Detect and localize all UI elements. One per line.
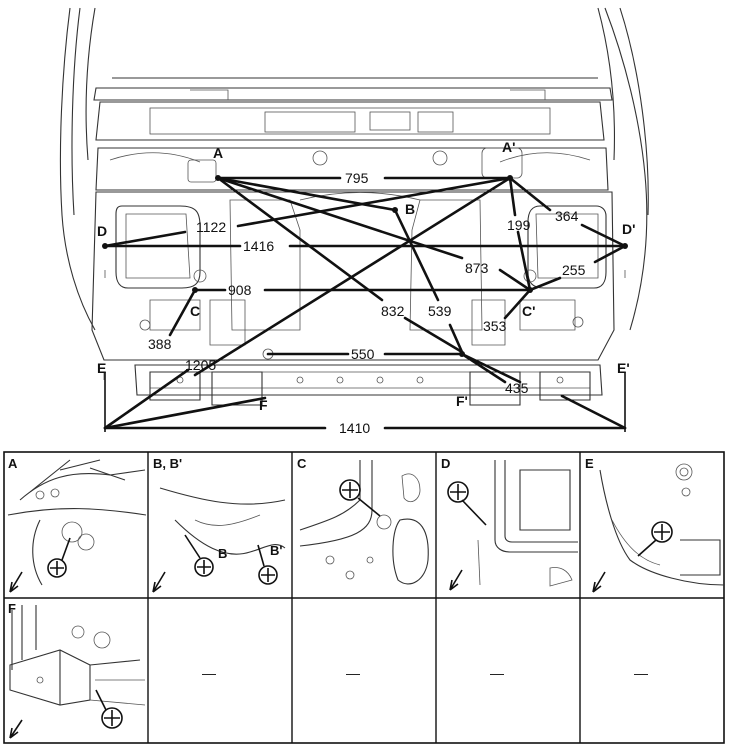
dim-435: 435: [505, 380, 529, 396]
dim-353: 353: [483, 318, 507, 334]
dim-1122: 1122: [196, 219, 226, 235]
empty-mark-2: —: [346, 665, 360, 681]
label-d-prime: D': [622, 221, 635, 237]
dim-199: 199: [507, 217, 531, 233]
dimension-labels: 795 1122 1416 908 832 539 550 1205 388 1…: [148, 170, 586, 436]
dim-550: 550: [351, 346, 375, 362]
detail-cell-c: C: [297, 456, 429, 585]
detail-cell-a: A: [7, 456, 147, 593]
line-eprime-f: [560, 394, 627, 430]
detail-cell-e: E: [585, 456, 725, 593]
dim-388: 388: [148, 336, 172, 352]
cell-label-f: F: [8, 601, 16, 616]
cell-b-sub-label-2: B': [270, 543, 282, 558]
detail-grid: [3, 451, 725, 744]
vehicle-front-structure: [59, 7, 649, 406]
label-c-prime: C': [522, 303, 535, 319]
line-e-c: [103, 368, 190, 430]
dim-873: 873: [465, 260, 489, 276]
measurement-lines: [102, 175, 628, 432]
line-873-b: [498, 268, 532, 292]
dim-364: 364: [555, 208, 579, 224]
cell-label-b: B, B': [153, 456, 182, 471]
empty-mark-4: —: [634, 665, 648, 681]
dim-1416: 1416: [243, 238, 274, 254]
label-d: D: [97, 223, 107, 239]
line-1122-a: [236, 176, 512, 228]
cell-label-d: D: [441, 456, 450, 471]
line-255-b: [593, 244, 627, 264]
line-539-a: [393, 208, 440, 302]
cell-label-c: C: [297, 456, 307, 471]
point-labels: A A' B C C' D D' E E' F F': [97, 139, 635, 413]
cell-b-sub-label-1: B: [218, 546, 227, 561]
dim-1410: 1410: [339, 420, 370, 436]
line-873-a: [216, 176, 464, 260]
line-364-a: [508, 176, 552, 212]
line-539-b: [448, 323, 464, 354]
detail-cell-d: D: [441, 456, 578, 591]
empty-mark-1: —: [202, 665, 216, 681]
detail-cell-b: B, B' B B': [152, 456, 286, 593]
line-199-b: [516, 230, 532, 292]
label-a: A: [213, 145, 223, 161]
line-cprime-ebox: [460, 352, 522, 384]
measure-points: [102, 175, 628, 357]
cell-label-e: E: [585, 456, 594, 471]
line-832-a: [216, 176, 384, 302]
label-e-prime: E': [617, 360, 630, 376]
line-388: [168, 288, 197, 337]
dim-908: 908: [228, 282, 252, 298]
label-c: C: [190, 303, 200, 319]
dim-539: 539: [428, 303, 452, 319]
cell-label-a: A: [8, 456, 18, 471]
dim-255: 255: [562, 262, 586, 278]
line-255-a: [528, 276, 562, 292]
label-e: E: [97, 360, 106, 376]
line-e-f: [103, 396, 267, 430]
dim-1205: 1205: [185, 357, 216, 373]
line-353: [503, 288, 532, 320]
label-f-prime: F': [456, 393, 468, 409]
line-364-b: [580, 223, 627, 248]
detail-cell-f: F: [8, 601, 146, 739]
empty-mark-3: —: [490, 665, 504, 681]
line-1122-b: [103, 230, 187, 248]
empty-cells: — — — —: [202, 665, 648, 681]
label-f: F: [259, 397, 268, 413]
line-a-b: [216, 176, 397, 212]
line-832-b: [403, 316, 464, 354]
label-b: B: [405, 201, 415, 217]
dim-795: 795: [345, 170, 369, 186]
label-a-prime: A': [502, 139, 515, 155]
line-199: [508, 176, 517, 217]
dim-832: 832: [381, 303, 405, 319]
